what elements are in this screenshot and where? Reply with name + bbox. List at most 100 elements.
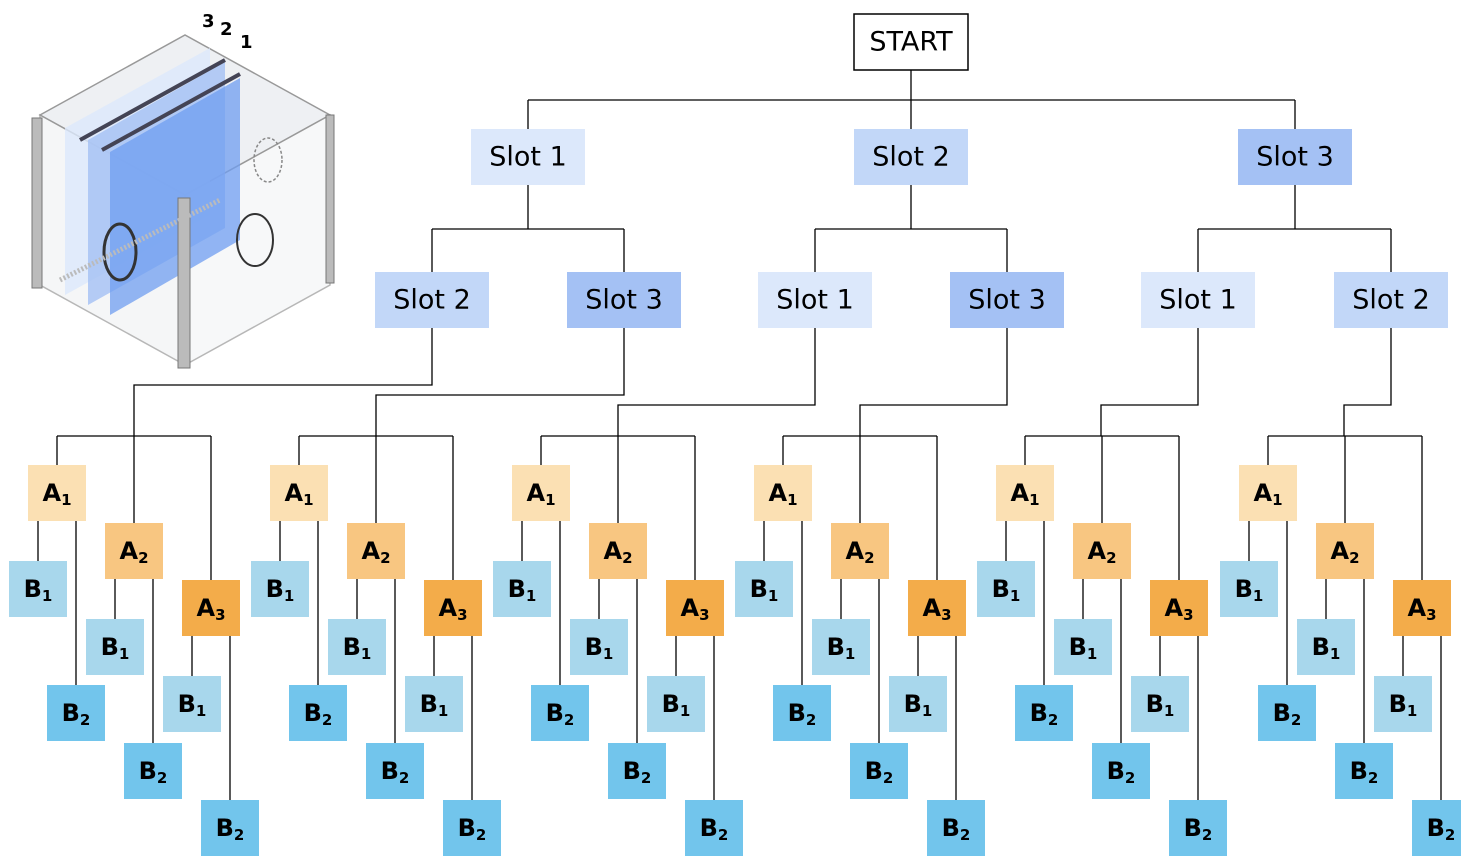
a-node-6-2: A2: [1316, 523, 1374, 579]
a-node-4-1-box: [754, 465, 812, 521]
a-node-1-2-box: [105, 523, 163, 579]
a-node-6-3: A3: [1393, 580, 1451, 636]
a-node-6-2-box: [1316, 523, 1374, 579]
level2-3-1: Slot 1: [1141, 272, 1255, 328]
b-node-2-3-1-box: [405, 676, 463, 732]
a-node-3-3-label: A3: [680, 594, 709, 624]
b-node-3-2-1: B1: [570, 619, 628, 675]
b-node-4-3-1-box: [889, 676, 947, 732]
b-node-1-1-2-box: [47, 685, 105, 741]
b-node-2-2-2: B2: [366, 743, 424, 799]
level2-2-2: Slot 3: [950, 272, 1064, 328]
a-node-2-2-box: [347, 523, 405, 579]
a-node-1-3-box: [182, 580, 240, 636]
a-node-2-1: A1: [270, 465, 328, 521]
b-node-5-1-2-box: [1015, 685, 1073, 741]
b-node-6-1-1: B1: [1220, 561, 1278, 617]
level2-1-2: Slot 3: [567, 272, 681, 328]
a-node-1-1-box: [28, 465, 86, 521]
b-node-1-3-2: B2: [201, 800, 259, 856]
route-2: [375, 328, 625, 436]
b-node-4-1-1: B1: [735, 561, 793, 617]
route-6: [1343, 328, 1392, 436]
a-node-3-2-box: [589, 523, 647, 579]
a-node-5-1-box: [996, 465, 1054, 521]
b-node-6-1-1-box: [1220, 561, 1278, 617]
b-node-3-3-2-box: [685, 800, 743, 856]
a-node-3-3-box: [666, 580, 724, 636]
b-node-1-3-1: B1: [163, 676, 221, 732]
level2-3-2: Slot 2: [1334, 272, 1448, 328]
a-node-2-3: A3: [424, 580, 482, 636]
b-node-3-3-1-label: B1: [662, 690, 691, 720]
b-node-5-3-1-box: [1131, 676, 1189, 732]
b-node-5-1-1-box: [977, 561, 1035, 617]
root-start-label: START: [869, 27, 953, 58]
b-node-6-2-1: B1: [1297, 619, 1355, 675]
level2-2-2-box: [950, 272, 1064, 328]
b-node-2-3-2: B2: [443, 800, 501, 856]
b-node-2-2-2-box: [366, 743, 424, 799]
b-node-3-3-1: B1: [647, 676, 705, 732]
a-node-1-1: A1: [28, 465, 86, 521]
a-node-5-1: A1: [996, 465, 1054, 521]
b-node-1-1-1: B1: [9, 561, 67, 617]
b-node-2-2-1-box: [328, 619, 386, 675]
a-node-5-2-box: [1073, 523, 1131, 579]
a-node-5-3-box: [1150, 580, 1208, 636]
b-node-3-3-1-box: [647, 676, 705, 732]
level2-1-2-label: Slot 3: [585, 285, 663, 316]
a-node-1-3: A3: [182, 580, 240, 636]
root-start-box: [853, 13, 969, 71]
b-node-6-1-2-box: [1258, 685, 1316, 741]
slot-number-3: 3: [202, 11, 215, 32]
b-node-5-2-1-box: [1054, 619, 1112, 675]
b-node-2-3-1: B1: [405, 676, 463, 732]
route-1: [133, 328, 433, 436]
a-node-4-2-box: [831, 523, 889, 579]
b-node-6-2-2: B2: [1335, 743, 1393, 799]
a-node-4-1: A1: [754, 465, 812, 521]
b-node-3-2-2: B2: [608, 743, 666, 799]
b-node-3-1-2-box: [531, 685, 589, 741]
root-start: START: [853, 13, 969, 71]
level2-1-2-box: [567, 272, 681, 328]
a-node-5-3: A3: [1150, 580, 1208, 636]
b-node-3-1-1: B1: [493, 561, 551, 617]
b-node-6-3-1: B1: [1374, 676, 1432, 732]
b-node-4-1-1-box: [735, 561, 793, 617]
level2-2-1: Slot 1: [758, 272, 872, 328]
level1-2: Slot 2: [854, 129, 968, 185]
b-node-4-1-2-box: [773, 685, 831, 741]
b-node-1-1-1-box: [9, 561, 67, 617]
b-node-5-1-2: B2: [1015, 685, 1073, 741]
slot-number-1: 1: [240, 32, 253, 53]
b-node-4-2-2-box: [850, 743, 908, 799]
b-node-5-2-2: B2: [1092, 743, 1150, 799]
b-node-6-3-1-box: [1374, 676, 1432, 732]
level2-3-2-label: Slot 2: [1352, 285, 1430, 316]
slot-panel-1: [110, 78, 240, 315]
level1-2-label: Slot 2: [872, 142, 950, 173]
b-node-1-3-2-box: [201, 800, 259, 856]
a-node-4-3: A3: [908, 580, 966, 636]
a-node-1-2: A2: [105, 523, 163, 579]
cube-hole-right: [236, 213, 274, 267]
b-node-4-3-1: B1: [889, 676, 947, 732]
b-node-1-3-1-box: [163, 676, 221, 732]
b-node-4-2-2: B2: [850, 743, 908, 799]
b-node-2-2-1: B1: [328, 619, 386, 675]
b-node-2-1-2-box: [289, 685, 347, 741]
a-node-5-2: A2: [1073, 523, 1131, 579]
b-node-1-2-2-box: [124, 743, 182, 799]
b-node-6-1-2: B2: [1258, 685, 1316, 741]
b-node-2-1-1-box: [251, 561, 309, 617]
level2-1-1: Slot 2: [375, 272, 489, 328]
level1-1: Slot 1: [471, 129, 585, 185]
level1-3-box: [1238, 129, 1352, 185]
tree-nodes: START Slot 1 Slot 2 Slot 3 Slot 2 Slot 3 Slot …: [9, 13, 1461, 856]
b-node-2-3-2-box: [443, 800, 501, 856]
b-node-4-2-1-box: [812, 619, 870, 675]
b-node-1-1-2: B2: [47, 685, 105, 741]
b-node-3-1-2: B2: [531, 685, 589, 741]
